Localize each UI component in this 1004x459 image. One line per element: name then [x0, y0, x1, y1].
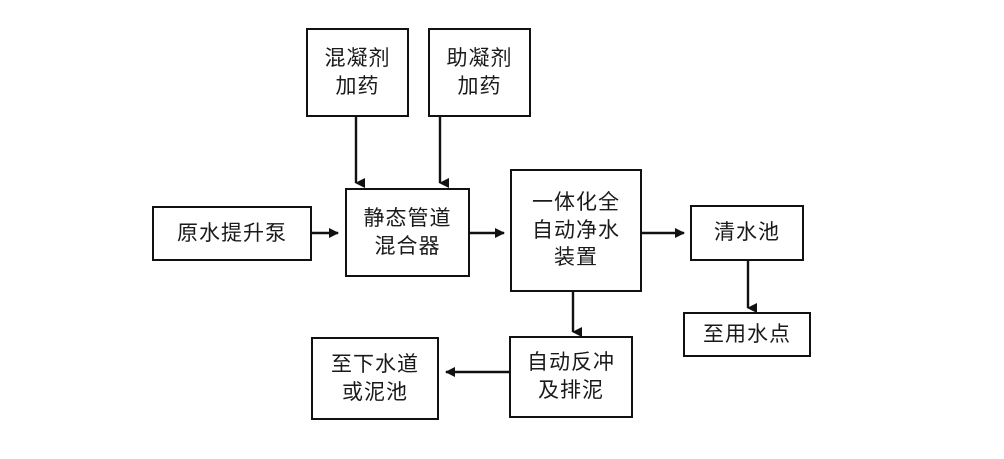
- node-raw-water-lift-pump[interactable]: 原水提升泵: [152, 206, 312, 261]
- node-to-water-use-point[interactable]: 至用水点: [683, 312, 811, 357]
- node-to-sewer-or-sludge-pit[interactable]: 至下水道 或泥池: [311, 337, 439, 420]
- node-flocculant-aid-dosing[interactable]: 助凝剂 加药: [428, 28, 531, 117]
- node-auto-backwash-sludge[interactable]: 自动反冲 及排泥: [509, 336, 633, 418]
- node-integrated-auto-purifier[interactable]: 一体化全 自动净水 装置: [510, 169, 642, 292]
- node-coagulant-dosing[interactable]: 混凝剂 加药: [306, 28, 409, 117]
- node-static-pipeline-mixer[interactable]: 静态管道 混合器: [345, 188, 470, 277]
- node-clean-water-tank[interactable]: 清水池: [690, 205, 804, 261]
